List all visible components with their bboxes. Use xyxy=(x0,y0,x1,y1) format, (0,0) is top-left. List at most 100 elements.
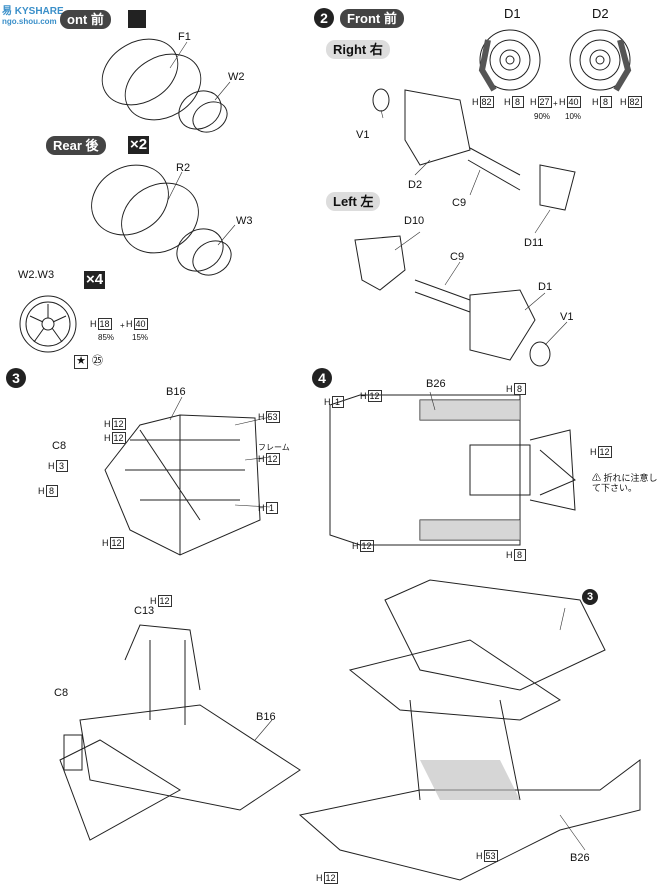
part-w2: W2 xyxy=(228,71,245,83)
part-d10: D10 xyxy=(404,215,425,227)
step4-h1-box: 1 xyxy=(331,396,344,408)
h27-box: 27 xyxy=(537,96,552,108)
paint-plus: + xyxy=(120,321,125,330)
h12a-box: 12 xyxy=(111,418,126,430)
step4-h8a-box: 8 xyxy=(513,383,526,395)
h-prefix: H xyxy=(530,97,537,107)
h-prefix: H xyxy=(104,419,111,429)
h-prefix: H xyxy=(352,541,359,551)
part-v1b: V1 xyxy=(560,311,574,323)
disc-p10: 10% xyxy=(565,112,582,121)
part-w3: W3 xyxy=(236,215,253,227)
rear-label: Rear 後 xyxy=(46,136,106,155)
assy-part-b26: B26 xyxy=(570,852,590,864)
h-prefix: H xyxy=(324,397,331,407)
part-b16: B16 xyxy=(166,386,186,398)
h1-box: 1 xyxy=(265,502,278,514)
part-b26: B26 xyxy=(426,378,446,390)
h12d-box: 12 xyxy=(109,537,124,549)
step4-number: 4 xyxy=(312,368,332,388)
assy-right-h12-box: 12 xyxy=(323,872,338,884)
h-prefix: H xyxy=(620,97,627,107)
h8b-box: 8 xyxy=(599,96,612,108)
h-prefix: H xyxy=(590,447,597,457)
paint-ref: ㉕ xyxy=(92,355,103,367)
watermark-line1: 易 KYSHARE xyxy=(2,6,64,17)
h-prefix: H xyxy=(102,538,109,548)
h12c-box: 12 xyxy=(265,453,280,465)
h53-box: 53 xyxy=(265,411,280,423)
assy-right-h53-box: 53 xyxy=(483,850,498,862)
h82b-box: 82 xyxy=(627,96,642,108)
h-prefix: H xyxy=(504,97,511,107)
part-v1a: V1 xyxy=(356,129,370,141)
h18-box: 18 xyxy=(97,318,112,330)
left-label: Left 左 xyxy=(326,192,381,211)
h-prefix: H xyxy=(126,319,133,329)
paint-85: 85% xyxy=(98,333,115,342)
part-d1: D1 xyxy=(538,281,553,293)
h8-box: 8 xyxy=(45,485,58,497)
h-prefix: H xyxy=(559,97,566,107)
assy-step3-ref: 3 xyxy=(582,589,598,605)
part-f1: F1 xyxy=(178,31,191,43)
step4-h8b-box: 8 xyxy=(513,549,526,561)
rear-mult: ×2 xyxy=(128,136,150,154)
wheel-parts: W2.W3 xyxy=(18,269,55,281)
step3-number: 3 xyxy=(6,368,26,388)
h-prefix: H xyxy=(258,503,265,513)
part-d2: D2 xyxy=(408,179,423,191)
assy-part-c13: C13 xyxy=(134,605,155,617)
part-c8: C8 xyxy=(52,440,67,452)
h3-box: 3 xyxy=(55,460,68,472)
step4-h12b-box: 12 xyxy=(597,446,612,458)
h82a-box: 82 xyxy=(479,96,494,108)
watermark: 易 KYSHARE ngo.shou.com xyxy=(2,2,64,26)
h-prefix: H xyxy=(104,433,111,443)
h40-box: 40 xyxy=(133,318,148,330)
assy-part-b16: B16 xyxy=(256,711,276,723)
h-prefix: H xyxy=(258,412,265,422)
h-prefix: H xyxy=(472,97,479,107)
h-prefix: H xyxy=(258,454,265,464)
h8a-box: 8 xyxy=(511,96,524,108)
part-c9b: C9 xyxy=(450,251,465,263)
disc-d2-label: D2 xyxy=(592,6,609,21)
star-icon: ★ xyxy=(74,355,88,369)
h-prefix: H xyxy=(506,550,513,560)
h40-box: 40 xyxy=(566,96,581,108)
assy-left-h12-box: 12 xyxy=(157,595,172,607)
front-label: ont 前 xyxy=(60,10,111,29)
h-prefix: H xyxy=(48,461,55,471)
frame-label: フレーム xyxy=(258,443,290,452)
wheel-mult: ×4 xyxy=(84,271,106,289)
caution-note: ⚠ 折れに注意して下さい。 xyxy=(592,473,660,493)
h-prefix: H xyxy=(592,97,599,107)
assy-part-c8: C8 xyxy=(54,687,69,699)
step2-number: 2 xyxy=(314,8,334,28)
disc-p90: 90% xyxy=(534,112,551,121)
step2-title: Front 前 xyxy=(340,9,404,28)
caution-text: 折れに注意して下さい。 xyxy=(592,473,658,493)
